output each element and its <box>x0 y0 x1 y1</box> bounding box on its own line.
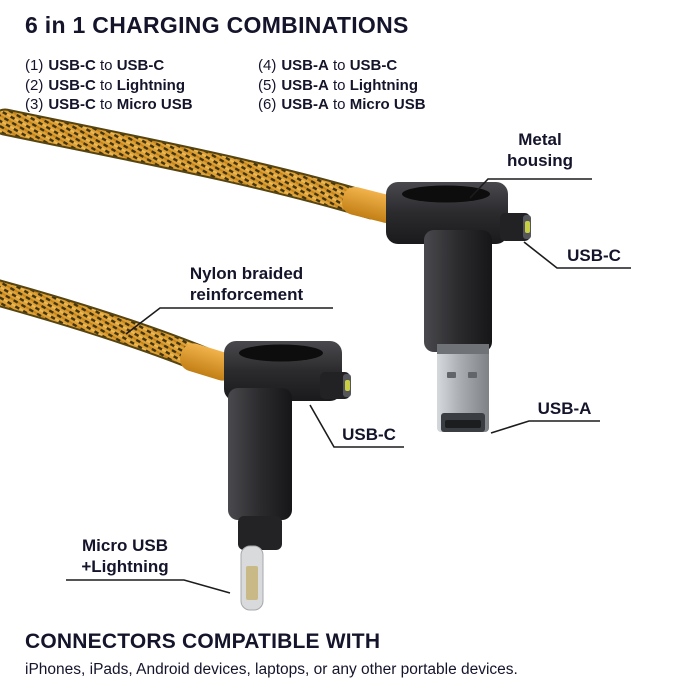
usb-a-leader-line <box>490 420 600 434</box>
callout-nylon-line1: Nylon braided <box>189 264 304 283</box>
combo-item-2: (2)USB-C to Lightning <box>25 76 193 96</box>
callout-metal-housing-line1: Metal <box>518 130 562 149</box>
callout-usb-c-top: USB-C <box>567 246 621 265</box>
combo-to: Lightning <box>349 76 419 94</box>
left-cable-assembly <box>0 279 351 611</box>
combo-from: USB-A <box>281 96 329 113</box>
combo-index: (2) <box>25 76 44 94</box>
combo-sep: to <box>100 76 113 94</box>
combo-from: USB-A <box>281 76 329 94</box>
combo-sep: to <box>100 96 113 113</box>
compatibility-text: iPhones, iPads, Android devices, laptops… <box>25 661 518 678</box>
callout-metal-housing-line2: housing <box>506 151 574 170</box>
compatibility-heading: CONNECTORS COMPATIBLE WITH <box>25 630 381 653</box>
metal-housing-leader-line <box>469 178 592 199</box>
usb-c-top-leader-line <box>523 241 631 269</box>
usb-a-connector <box>437 344 489 432</box>
strain-relief-right <box>342 186 400 224</box>
usb-c-connector-right <box>500 213 531 241</box>
micro-usb-leader-line <box>66 579 231 594</box>
callout-nylon-braided: Nylon braided reinforcement <box>159 263 334 305</box>
callout-usb-a: USB-A <box>537 399 592 418</box>
housing-body-right <box>424 230 492 352</box>
usb-c-connector-left <box>320 372 351 399</box>
housing-body-left <box>228 388 292 520</box>
callout-micro-usb-line2: +Lightning <box>81 557 169 576</box>
braided-cable-right-weave <box>0 110 384 218</box>
callout-usb-c-middle: USB-C <box>342 425 396 444</box>
combo-to: Lightning <box>116 76 186 94</box>
housing-pivot-opening-right <box>402 185 490 203</box>
combo-index: (4) <box>258 57 277 74</box>
micro-usb-adapter <box>238 516 282 550</box>
combo-item-5: (5)USB-A to Lightning <box>258 76 426 96</box>
callout-nylon-line2: reinforcement <box>189 285 304 304</box>
combo-item-4: (4)USB-A to USB-C <box>258 56 426 76</box>
page-title: 6 in 1 CHARGING COMBINATIONS <box>25 12 409 38</box>
combo-item-6: (6)USB-A to Micro USB <box>258 95 426 115</box>
combo-sep: to <box>333 76 346 94</box>
nylon-leader-line <box>125 307 333 335</box>
right-cable-assembly <box>0 108 531 432</box>
callout-micro-usb-line1: Micro USB <box>82 536 168 555</box>
combo-from: USB-C <box>48 96 96 113</box>
combinations-column-2: (4)USB-A to USB-C (5)USB-A to Lightning … <box>258 56 426 115</box>
combo-from: USB-A <box>281 57 329 74</box>
combo-to: Micro USB <box>349 96 426 113</box>
callout-micro-usb-lightning: Micro USB +Lightning <box>64 535 186 577</box>
combo-index: (3) <box>25 96 44 113</box>
callout-metal-housing: Metal housing <box>488 129 592 171</box>
strain-relief-left <box>180 343 236 381</box>
combo-from: USB-C <box>48 76 96 94</box>
combo-item-1: (1)USB-C to USB-C <box>25 56 193 76</box>
combo-to: USB-C <box>116 57 165 74</box>
housing-pivot-opening-left <box>239 344 323 362</box>
combo-index: (5) <box>258 76 277 94</box>
combo-sep: to <box>100 57 113 74</box>
combo-item-3: (3)USB-C to Micro USB <box>25 95 193 115</box>
combinations-column-1: (1)USB-C to USB-C (2)USB-C to Lightning … <box>25 56 193 115</box>
usb-c-middle-leader-line <box>309 404 404 448</box>
combo-from: USB-C <box>48 57 96 74</box>
combo-to: USB-C <box>349 57 398 74</box>
combo-to: Micro USB <box>116 96 193 113</box>
lightning-connector <box>240 545 264 611</box>
combo-sep: to <box>333 96 346 113</box>
combo-sep: to <box>333 57 346 74</box>
combo-index: (6) <box>258 96 277 113</box>
combo-index: (1) <box>25 57 44 74</box>
